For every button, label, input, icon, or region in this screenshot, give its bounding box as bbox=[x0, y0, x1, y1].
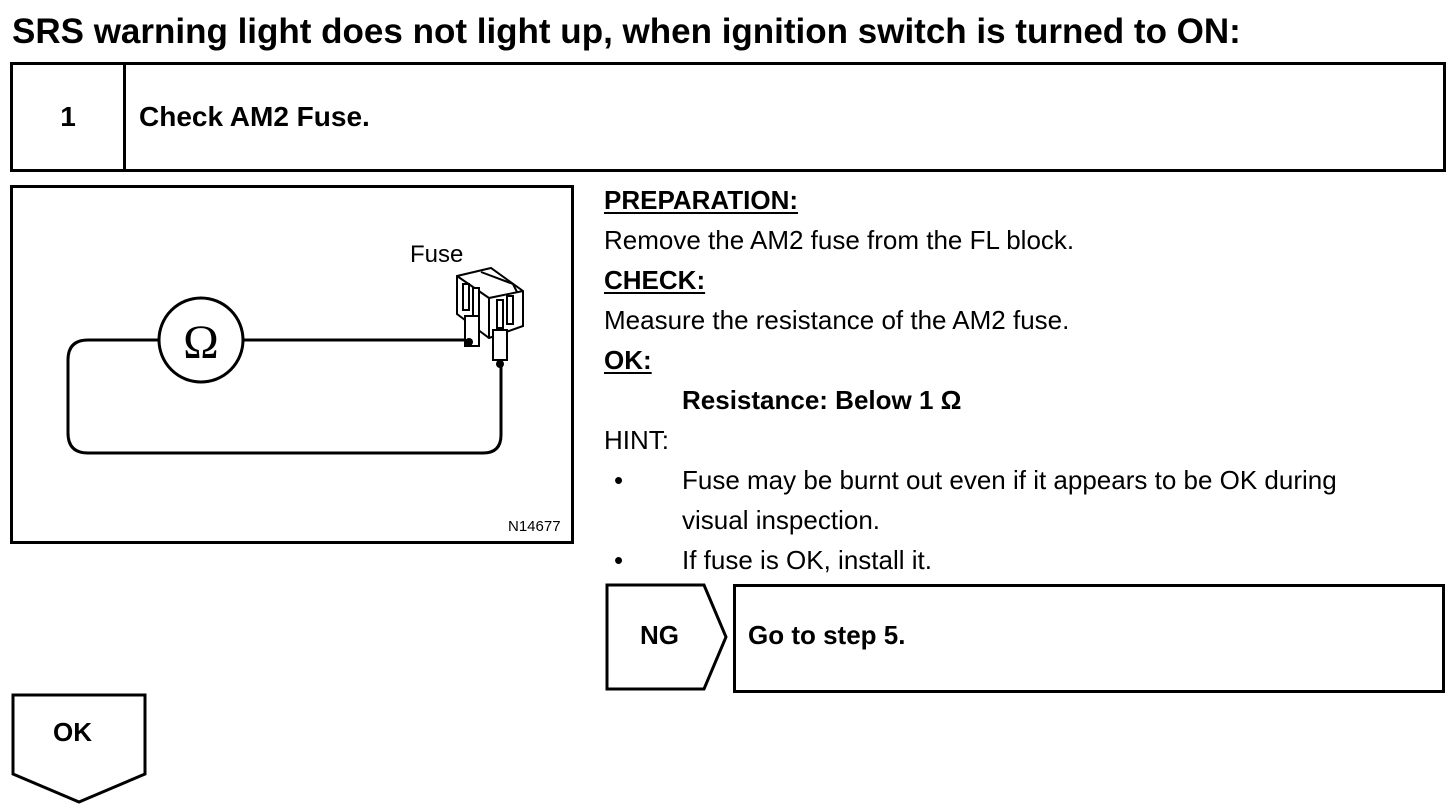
step-number: 1 bbox=[13, 65, 126, 169]
preparation-heading: PREPARATION: bbox=[604, 185, 799, 215]
ohmmeter-icon bbox=[157, 296, 245, 384]
ng-action-box bbox=[733, 584, 1445, 693]
hint-1-line-2: visual inspection. bbox=[682, 505, 880, 535]
circuit-diagram: Ω bbox=[66, 266, 524, 455]
figure-code: N14677 bbox=[508, 518, 561, 535]
ok-label: OK bbox=[53, 717, 92, 747]
test-lead-wire bbox=[66, 338, 503, 455]
check-text: Measure the resistance of the AM2 fuse. bbox=[604, 305, 1070, 335]
hint-heading: HINT: bbox=[604, 425, 669, 455]
fuse-label: Fuse bbox=[410, 241, 464, 268]
ok-arrow-shape bbox=[11, 693, 147, 804]
preparation-text: Remove the AM2 fuse from the FL block. bbox=[604, 225, 1075, 255]
ng-label: NG bbox=[640, 620, 679, 650]
ohm-symbol: Ω bbox=[183, 316, 219, 369]
hint-2-line-1: If fuse is OK, install it. bbox=[682, 545, 932, 575]
hint-bullet: • bbox=[614, 545, 624, 575]
ng-action-link[interactable]: Go to step 5. bbox=[748, 620, 906, 650]
ok-spec: Resistance: Below 1 Ω bbox=[682, 385, 962, 415]
hint-bullet: • bbox=[614, 465, 624, 495]
step-header: 1 Check AM2 Fuse. bbox=[10, 62, 1446, 172]
ok-heading: OK: bbox=[604, 345, 652, 375]
ohmmeter-figure: Ω Fuse N14677 bbox=[10, 185, 574, 544]
probe-contact-2 bbox=[496, 360, 504, 368]
ng-arrow-shape bbox=[605, 583, 728, 691]
probe-contact-1 bbox=[465, 338, 473, 346]
page-title: SRS warning light does not light up, whe… bbox=[12, 12, 1241, 51]
step-label: Check AM2 Fuse. bbox=[139, 101, 370, 132]
hint-1-line-1: Fuse may be burnt out even if it appears… bbox=[682, 465, 1337, 495]
fuse-icon bbox=[456, 266, 524, 361]
check-heading: CHECK: bbox=[604, 265, 706, 295]
